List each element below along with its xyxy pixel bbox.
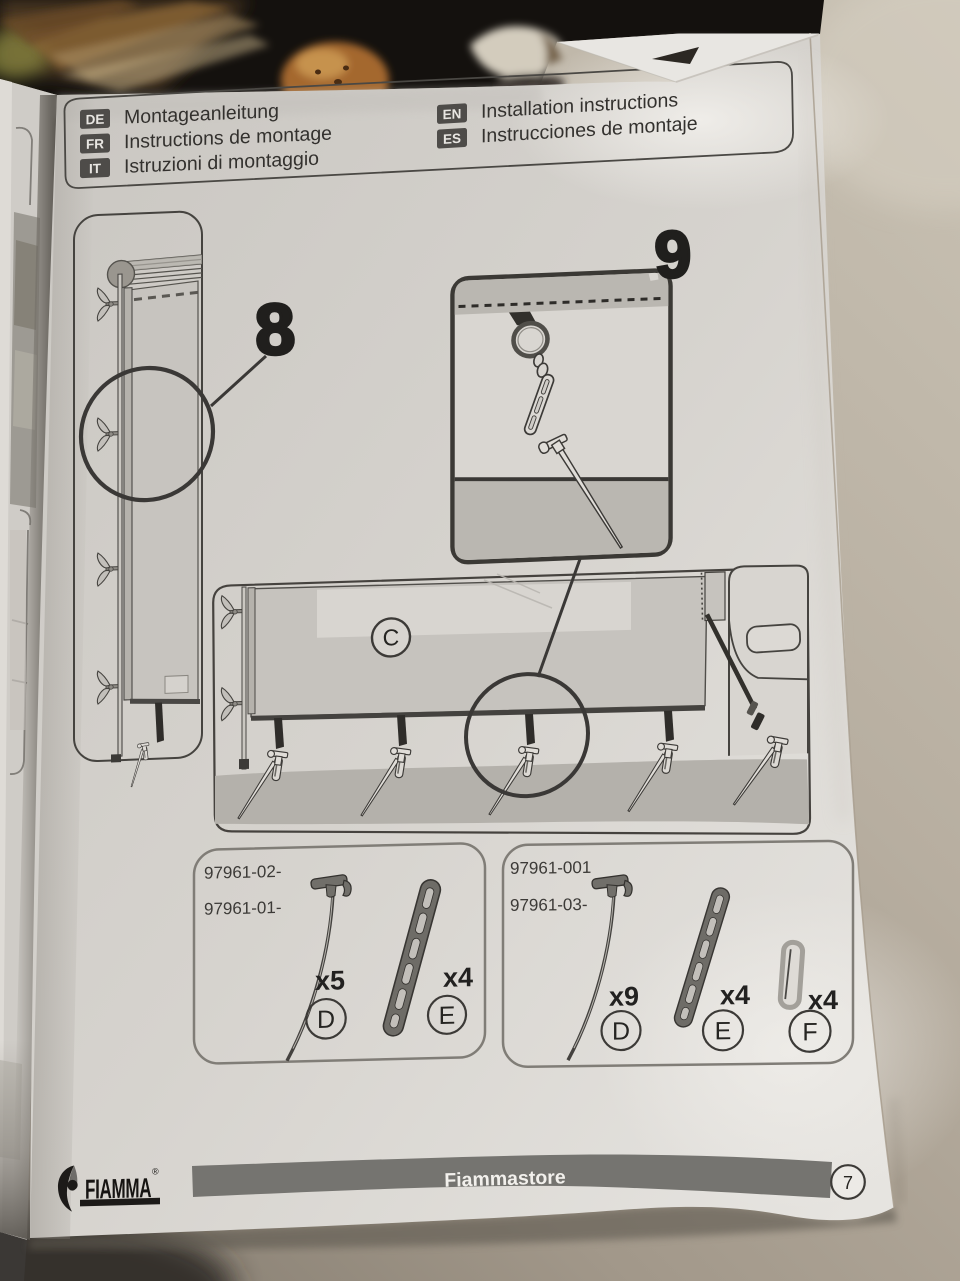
svg-text:97961-01-: 97961-01- [204,898,282,919]
svg-text:®: ® [152,1166,159,1176]
svg-text:97961-02-: 97961-02- [204,862,282,883]
svg-text:8: 8 [253,289,296,371]
svg-text:FR: FR [86,136,104,152]
svg-text:IT: IT [89,161,102,177]
svg-text:D: D [317,1006,335,1034]
svg-text:x4: x4 [443,962,473,993]
svg-text:x4: x4 [720,980,750,1010]
svg-text:Fiammastore: Fiammastore [444,1166,566,1191]
svg-text:E: E [439,1002,456,1030]
svg-text:x5: x5 [315,965,345,996]
svg-text:97961-001: 97961-001 [510,858,591,878]
svg-text:9: 9 [653,216,693,291]
svg-text:DE: DE [86,112,105,128]
svg-text:C: C [383,624,400,651]
svg-text:F: F [802,1018,817,1046]
svg-text:D: D [612,1017,630,1045]
svg-text:ES: ES [443,131,461,147]
svg-text:x9: x9 [609,981,639,1011]
svg-text:7: 7 [843,1173,853,1193]
svg-text:97961-03-: 97961-03- [510,895,588,915]
svg-text:E: E [715,1017,732,1045]
svg-text:EN: EN [443,106,462,122]
